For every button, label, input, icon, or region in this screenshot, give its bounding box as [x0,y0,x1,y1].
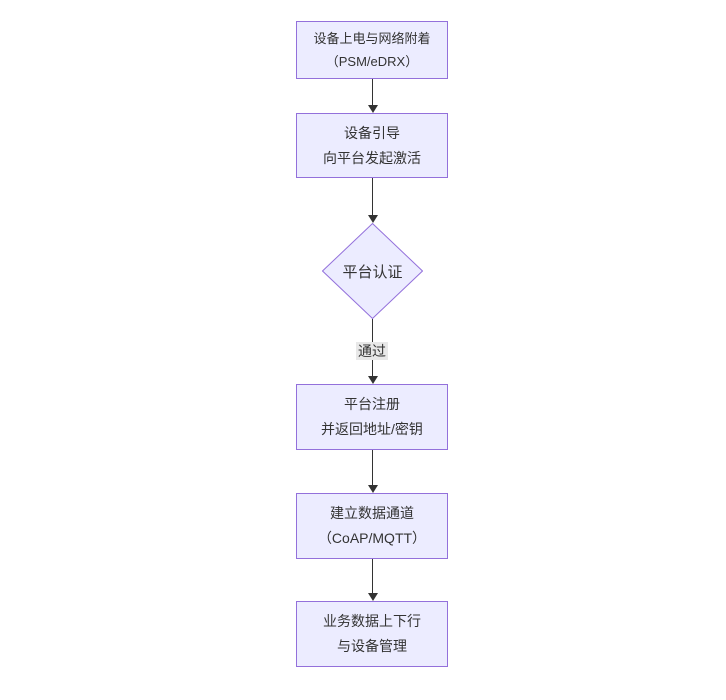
edge-line [372,450,373,486]
node-label-line: 设备上电与网络附着 [313,31,431,46]
arrowhead-icon [367,376,378,384]
node-label-line: 业务数据上下行 [323,613,421,629]
edge-arrow [367,559,378,601]
edge-line [372,79,373,106]
node-platform-auth-decision: 平台认证 [322,223,423,319]
arrowhead-icon [367,105,378,113]
node-label-line: 向平台发起激活 [323,149,421,166]
node-business-data-management: 业务数据上下行 与设备管理 [296,601,448,667]
edge-line [372,178,373,216]
node-label-line: 建立数据通道 [330,505,414,521]
node-label-line: 平台注册 [344,396,400,412]
edge-arrow [367,450,378,493]
node-label-line: 与设备管理 [337,638,407,654]
node-platform-register: 平台注册 并返回地址/密钥 [296,384,448,450]
node-label-line: 平台认证 [342,263,403,281]
arrowhead-icon [367,485,378,493]
node-label-line: （PSM/eDRX） [325,54,419,69]
arrowhead-icon [367,593,378,601]
node-label-line: （CoAP/MQTT） [317,530,427,546]
node-device-bootstrap: 设备引导 向平台发起激活 [296,113,448,178]
edge-arrow [367,178,378,223]
edge-label-pass: 通过 [356,342,388,360]
node-label-line: 并返回地址/密钥 [321,421,423,437]
diamond-shape [322,223,423,319]
node-device-power-attach: 设备上电与网络附着 （PSM/eDRX） [296,21,448,79]
node-data-channel: 建立数据通道 （CoAP/MQTT） [296,493,448,559]
node-label-line: 设备引导 [344,124,400,141]
edge-line [372,559,373,594]
edge-arrow [367,79,378,113]
arrowhead-icon [367,215,378,223]
